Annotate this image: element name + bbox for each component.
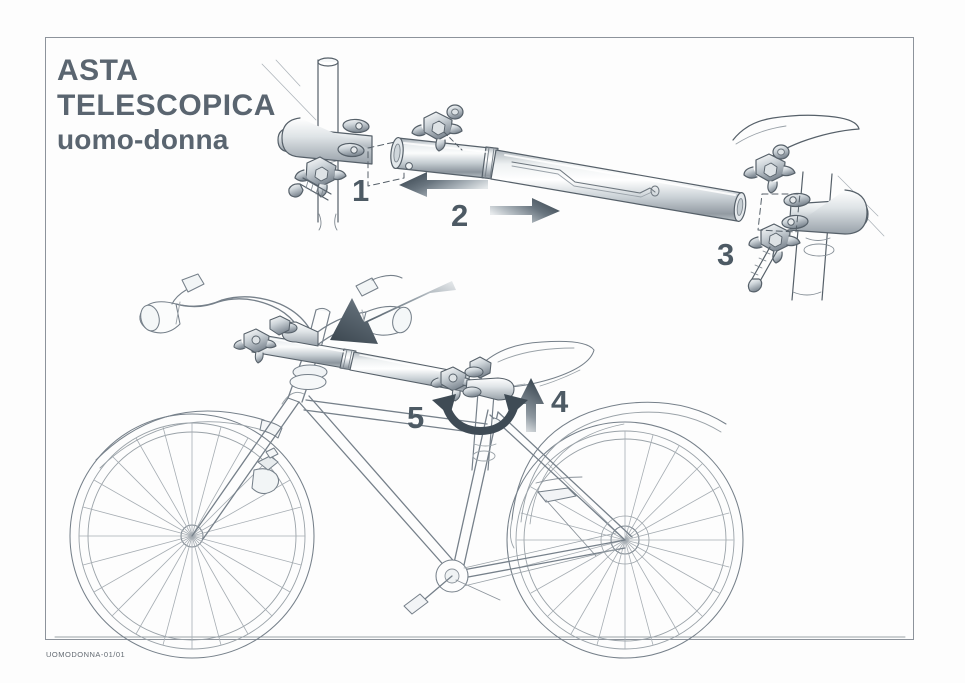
page-title: ASTA TELESCOPICA uomo-donna xyxy=(57,54,276,156)
footer-document-code: UOMODONNA-01/01 xyxy=(46,650,126,659)
title-line-2: TELESCOPICA xyxy=(57,88,276,122)
title-line-1: ASTA xyxy=(57,54,139,87)
step-number-4: 4 xyxy=(551,384,569,419)
step-number-2: 2 xyxy=(451,198,469,233)
sheet-border-frame xyxy=(45,37,914,640)
title-subtitle: uomo-donna xyxy=(57,123,229,155)
step-number-3: 3 xyxy=(717,237,735,272)
step-number-1: 1 xyxy=(352,173,370,208)
step-number-5: 5 xyxy=(407,400,425,435)
